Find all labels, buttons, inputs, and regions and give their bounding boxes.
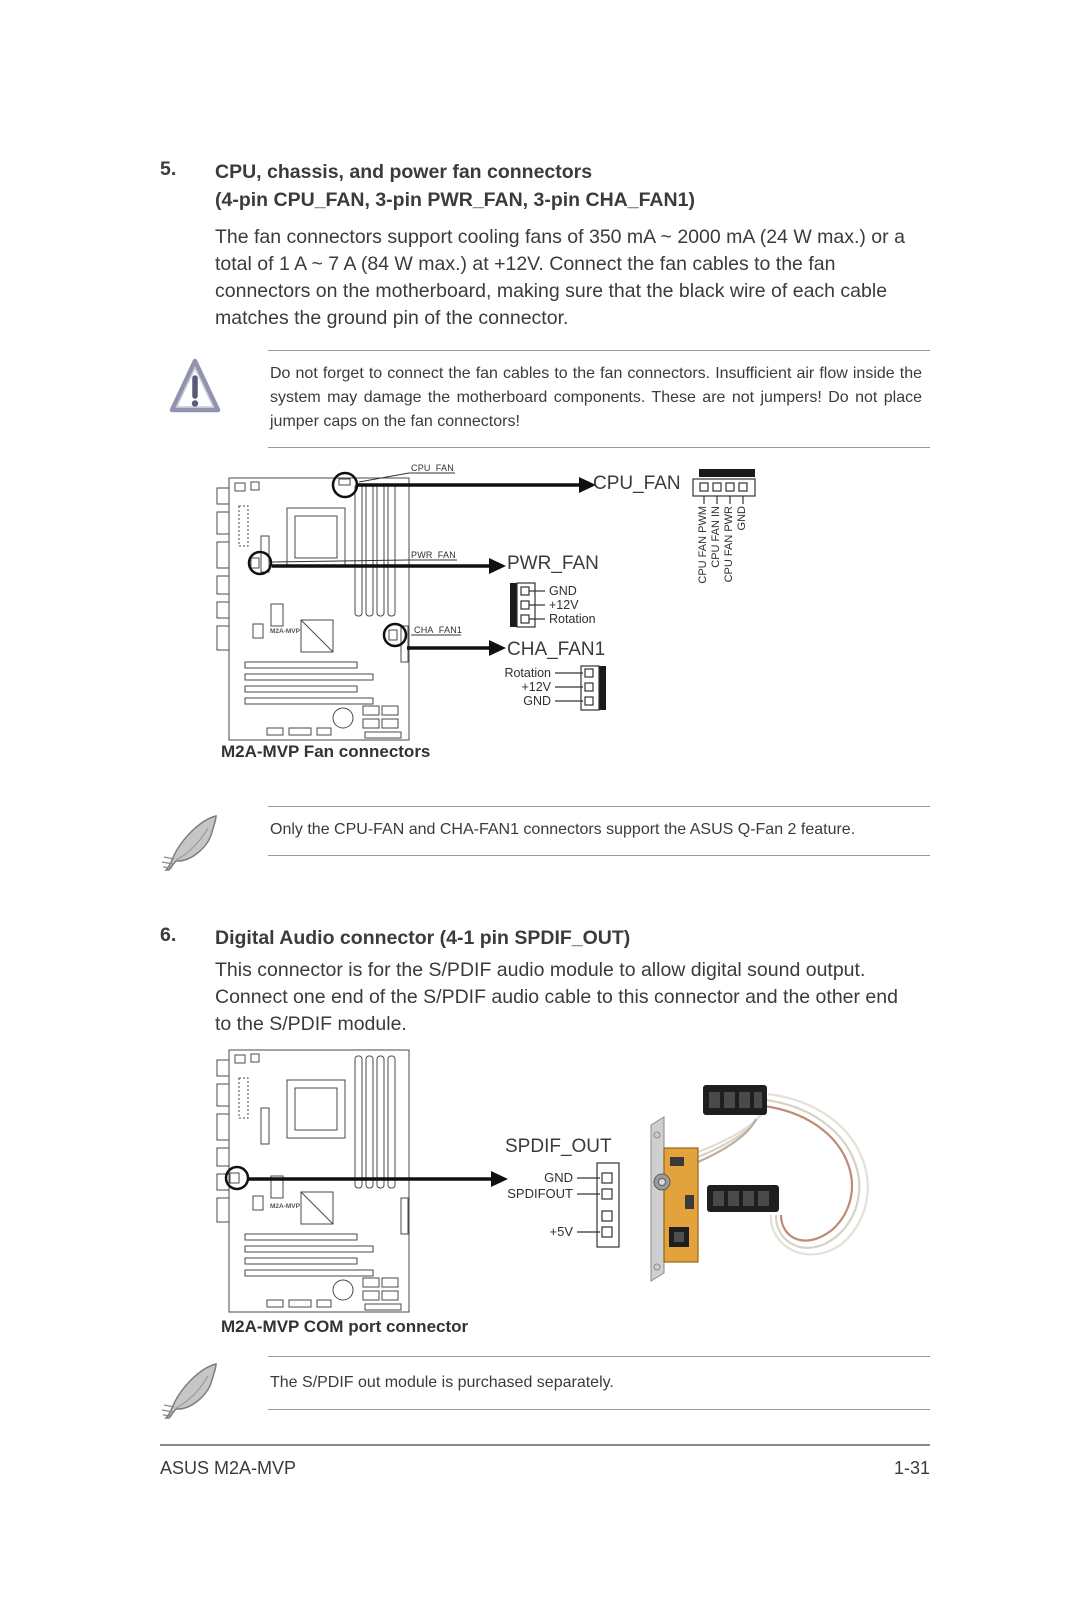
spdif-pin-5v-label: +5V <box>549 1224 574 1239</box>
warning-note: Do not forget to connect the fan cables … <box>160 350 930 448</box>
footer-product-name: ASUS M2A-MVP <box>160 1458 297 1478</box>
spdif-pin-spdifout-label: SPDIFOUT <box>507 1186 573 1201</box>
section5-body: The fan connectors support cooling fans … <box>215 226 905 329</box>
cha-fan1-pin-12v-label: +12V <box>521 680 551 694</box>
cpu-fan-label: CPU_FAN <box>593 473 681 494</box>
cpu-fan-pin-pwr-label: CPU FAN PWR <box>723 506 735 583</box>
cha-fan1-pin-gnd-label: GND <box>523 694 551 708</box>
section5-title-line2: (4-pin CPU_FAN, 3-pin PWR_FAN, 3-pin CHA… <box>215 189 695 211</box>
spdif-pin-gnd-label: GND <box>544 1170 573 1185</box>
callout-cpu-fan-label: CPU_FAN <box>411 463 454 473</box>
section6-number: 6. <box>160 924 177 946</box>
spdif-diagram-graphic <box>216 1049 869 1313</box>
pwr-fan-label: PWR_FAN <box>507 553 599 574</box>
section5-title: CPU, chassis, and power fan connectors (… <box>215 158 695 214</box>
pwr-fan-pin-gnd-label: GND <box>549 584 577 598</box>
spdif-note: The S/PDIF out module is purchased separ… <box>160 1356 930 1419</box>
spdif-diagram-caption: M2A-MVP COM port connector <box>221 1317 469 1336</box>
spdif-note-text: The S/PDIF out module is purchased separ… <box>270 1374 614 1391</box>
cha-fan1-connector-pins <box>555 665 606 711</box>
callout-arrows <box>272 477 596 656</box>
qfan-note-text: Only the CPU-FAN and CHA-FAN1 connectors… <box>270 821 856 838</box>
footer-page-number: 1-31 <box>893 1458 930 1478</box>
fan-connectors-diagram-graphic <box>216 469 756 741</box>
section5-title-line1: CPU, chassis, and power fan connectors <box>215 161 593 183</box>
pwr-fan-pin-rotation-label: Rotation <box>549 612 596 626</box>
section6-title: Digital Audio connector (4-1 pin SPDIF_O… <box>215 927 631 949</box>
section6-body: This connector is for the S/PDIF audio m… <box>215 959 898 1035</box>
cha-fan1-label: CHA_FAN1 <box>507 639 606 660</box>
callout-pwr-fan-label: PWR_FAN <box>411 550 456 560</box>
footer-rule <box>160 1444 930 1446</box>
section5-number: 5. <box>160 158 177 180</box>
pwr-fan-connector-pins <box>510 582 545 628</box>
leader-lines <box>271 472 461 636</box>
board-silkscreen-label: M2A-MVP <box>270 1203 300 1210</box>
cha-fan1-pin-rotation-label: Rotation <box>504 666 551 680</box>
motherboard-drawing <box>216 477 410 741</box>
cpu-fan-pin-pwm-label: CPU FAN PWM <box>697 506 709 584</box>
board-silkscreen-label: M2A-MVP <box>270 628 300 635</box>
callout-circles <box>247 471 408 648</box>
cpu-fan-connector-pins <box>692 469 756 504</box>
cpu-fan-pin-in-label: CPU FAN IN <box>710 506 722 568</box>
fan-diagram-caption: M2A-MVP Fan connectors <box>221 742 431 761</box>
warning-text: Do not forget to connect the fan cables … <box>268 350 930 448</box>
spdif-module-graphic <box>650 1085 869 1282</box>
pencil-note-icon <box>160 810 224 879</box>
spdif-out-label: SPDIF_OUT <box>505 1136 612 1157</box>
motherboard-drawing <box>216 1049 410 1313</box>
callout-arrow <box>249 1171 508 1187</box>
qfan-note: Only the CPU-FAN and CHA-FAN1 connectors… <box>160 806 930 871</box>
pwr-fan-pin-12v-label: +12V <box>549 598 579 612</box>
pencil-note-icon <box>160 1358 224 1427</box>
qfan-note-body: Only the CPU-FAN and CHA-FAN1 connectors… <box>268 806 930 856</box>
warning-icon <box>168 356 222 423</box>
callout-circle <box>224 1165 250 1191</box>
callout-cha-fan1-label: CHA_FAN1 <box>414 625 463 635</box>
spdif-diagram: SPDIF_OUT GND SPDIFOUT +5V M2A-MVP M2A-M… <box>215 1045 875 1345</box>
cpu-fan-pin-gnd-label: GND <box>736 506 748 531</box>
spdif-note-body: The S/PDIF out module is purchased separ… <box>268 1356 930 1410</box>
fan-connectors-diagram: CPU_FAN PWR_FAN CHA_FAN1 CPU_FAN PWR_FAN… <box>215 458 780 768</box>
spdif-connector-pins <box>577 1162 620 1248</box>
